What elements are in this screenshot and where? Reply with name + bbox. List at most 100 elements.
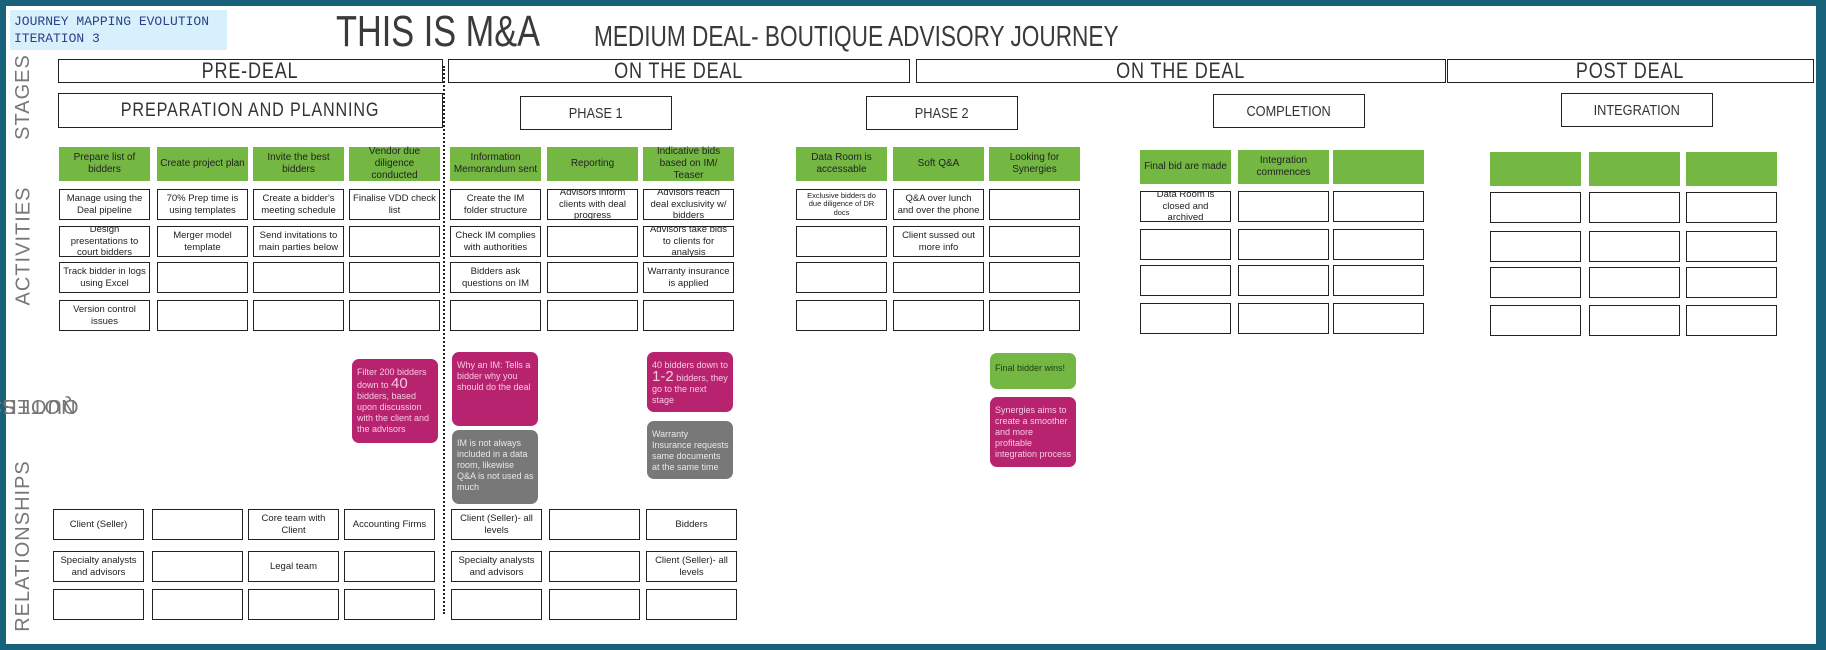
activity-cell [1490,231,1581,262]
activity-cell: Bidders ask questions on IM [450,262,541,293]
row-label-relationships: RELATIONSHIPS [12,460,34,632]
relationship-cell [248,589,339,620]
phase-integration: INTEGRATION [1561,93,1713,127]
activity-cell: Merger model template [157,226,248,257]
phase-1: PHASE 1 [520,96,672,130]
activity-header [1333,150,1424,184]
activity-cell [1589,305,1680,336]
stage-post-deal: POST DEAL [1447,58,1814,83]
activity-header: Final bid are made [1140,150,1231,184]
activity-cell: Manage using the Deal pipeline [59,189,150,220]
activity-cell [1140,265,1231,296]
activity-cell [1238,265,1329,296]
activity-cell [547,262,638,293]
activity-cell: Track bidder in logs using Excel [59,262,150,293]
iteration-line-1: JOURNEY MAPPING EVOLUTION [14,14,210,29]
relationship-cell: Accounting Firms [344,509,435,540]
stage-on-the-deal-2: ON THE DEAL [916,58,1446,83]
note-synergies: Synergies aims to create a smoother and … [990,397,1076,467]
relationship-cell: Client (Seller)- all levels [451,509,542,540]
activity-cell [253,300,344,331]
activity-cell [989,300,1080,331]
activity-cell [547,226,638,257]
stage-pre-deal: PRE-DEAL [58,58,443,83]
activity-cell [1140,303,1231,334]
activity-cell [349,226,440,257]
activity-header: Soft Q&A [893,147,984,181]
activity-cell: Advisors inform clients with deal progre… [547,189,638,220]
activity-cell: Data Room is closed and archived [1140,191,1231,222]
activity-cell: Send invitations to main parties below [253,226,344,257]
phase-2: PHASE 2 [866,96,1018,130]
stage-on-the-deal-1: ON THE DEAL [448,58,910,83]
row-label-notes: NOTES ANDQUOTES [0,395,79,417]
row-label-activities: ACTIVITIES [12,186,34,306]
relationship-cell: Specialty analysts and advisors [53,551,144,582]
activity-cell: 70% Prep time is using templates [157,189,248,220]
relationship-cell: Bidders [646,509,737,540]
phase-divider [443,66,445,614]
activity-header: Create project plan [157,147,248,181]
activity-cell: Finalise VDD check list [349,189,440,220]
relationship-cell: Specialty analysts and advisors [451,551,542,582]
activity-cell [450,300,541,331]
activity-header: Looking for Synergies [989,147,1080,181]
journey-board: JOURNEY MAPPING EVOLUTION ITERATION 3 TH… [0,6,1816,644]
note-warranty-insurance: Warranty Insurance requests same documen… [647,421,733,479]
page-subtitle: MEDIUM DEAL- BOUTIQUE ADVISORY JOURNEY [594,21,1119,53]
activity-header [1490,152,1581,186]
relationship-cell [549,509,640,540]
activity-cell: Create a bidder's meeting schedule [253,189,344,220]
activity-cell [893,262,984,293]
activity-cell: Create the IM folder structure [450,189,541,220]
row-label-stages: STAGES [12,54,34,140]
activity-cell [1238,229,1329,260]
activity-cell [1490,192,1581,223]
activity-cell [1238,191,1329,222]
iteration-label: JOURNEY MAPPING EVOLUTION ITERATION 3 [10,10,227,50]
activity-cell [796,262,887,293]
activity-cell [989,226,1080,257]
activity-cell: Exclusive bidders do due diligence of DR… [796,189,887,220]
activity-cell [989,262,1080,293]
relationship-cell [549,551,640,582]
activity-cell [253,262,344,293]
activity-cell [989,189,1080,220]
activity-cell: Client sussed out more info [893,226,984,257]
activity-cell [1333,303,1424,334]
activity-cell: Advisors reach deal exclusivity w/ bidde… [643,189,734,220]
activity-header: Data Room is accessable [796,147,887,181]
relationship-cell [451,589,542,620]
activity-cell [349,262,440,293]
note-forty-bidders: 40 bidders down to 1-2 bidders, they go … [647,352,733,412]
relationship-cell [152,589,243,620]
activity-header: Vendor due diligence conducted [349,146,440,181]
activity-cell: Check IM complies with authorities [450,226,541,257]
activity-header [1589,152,1680,186]
activity-header: Reporting [547,147,638,181]
activity-cell [1490,305,1581,336]
activity-header: Information Memorandum sent [450,147,541,181]
activity-header [1686,152,1777,186]
phase-completion: COMPLETION [1213,94,1365,128]
activity-cell [1686,305,1777,336]
activity-cell: Version control issues [59,300,150,331]
iteration-line-2: ITERATION 3 [14,31,100,46]
activity-cell [547,300,638,331]
note-final-bidder-wins: Final bidder wins! [990,353,1076,389]
activity-cell [796,226,887,257]
relationship-cell [53,589,144,620]
activity-cell [1589,231,1680,262]
activity-cell [1238,303,1329,334]
activity-cell [1589,192,1680,223]
activity-cell [1686,231,1777,262]
note-filter-bidders: Filter 200 bidders down to 40 bidders, b… [352,359,438,443]
activity-header: Invite the best bidders [253,147,344,181]
activity-cell [1140,229,1231,260]
activity-cell: Advisors take bids to clients for analys… [643,226,734,257]
relationship-cell [152,551,243,582]
page-title: THIS IS M&A [336,7,541,56]
relationship-cell [344,589,435,620]
activity-cell [1686,192,1777,223]
activity-cell: Design presentations to court bidders [59,226,150,257]
